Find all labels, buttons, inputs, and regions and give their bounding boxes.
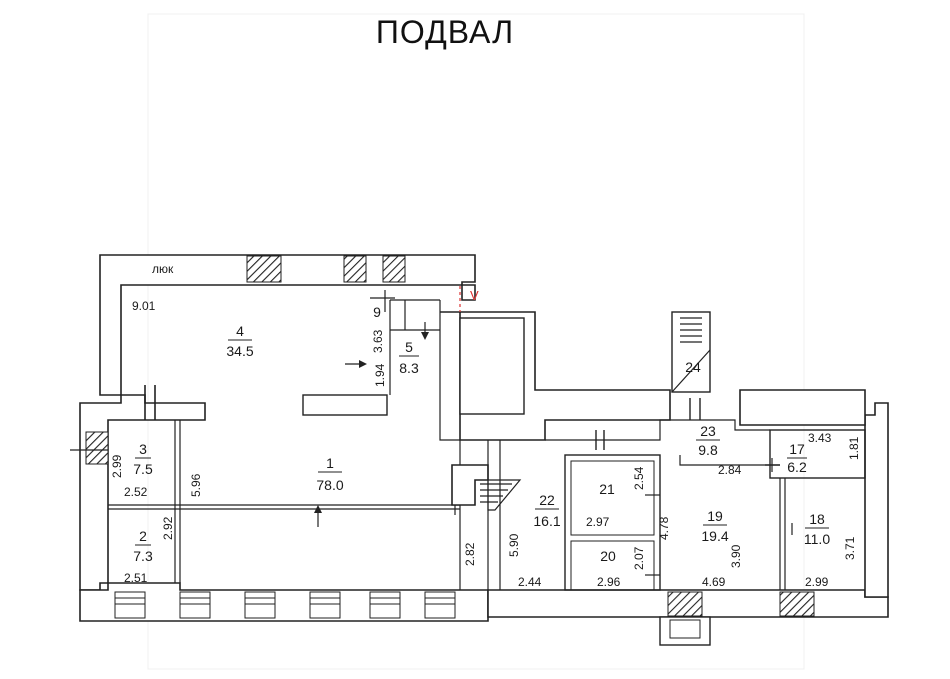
room-number: 20 [600,548,616,564]
room-number: 23 [700,423,716,439]
dimension: 4.78 [657,516,671,540]
room-number: 22 [539,492,555,508]
dimension: 3.63 [371,329,385,353]
room-number: 18 [809,511,825,527]
room-number: 24 [685,359,701,375]
dimension-labels: 9.01 3.63 1.94 5.96 2.99 2.52 2.92 2.51 … [110,299,861,589]
room-number: 19 [707,508,723,524]
hatch-label: люк [152,262,174,276]
room-area: 16.1 [533,513,560,529]
room-area: 6.2 [787,459,807,475]
room-number: 4 [236,323,244,339]
room-area: 9.8 [698,442,718,458]
room-number: 5 [405,339,413,355]
dimension: 2.07 [632,546,646,570]
dimension: 2.96 [597,575,621,589]
room-number: 3 [139,441,147,457]
room-number: 1 [326,455,334,471]
interior-walls [70,299,866,591]
bottom-windows [114,591,711,646]
room-area: 78.0 [316,477,343,493]
room-number: 2 [139,528,147,544]
room-area: 19.4 [701,528,728,544]
room-area: 7.3 [133,548,153,564]
dimension: 2.44 [518,575,542,589]
hatched-walls [85,255,815,617]
dimension: 2.82 [463,542,477,566]
dimension: 2.52 [124,485,148,499]
dimension: 2.51 [124,571,148,585]
dimension: 2.84 [718,463,742,477]
dimension: 4.69 [702,575,726,589]
dimension: 5.90 [507,533,521,557]
mark-v: V [470,288,479,303]
plan-labels: люк V 4 34.5 5 8.3 9 1 78.0 3 7.5 2 7.3 … [133,262,830,564]
dimension: 1.81 [847,436,861,460]
dimension: 2.99 [805,575,829,589]
dimension: 3.90 [729,544,743,568]
room-number: 9 [373,304,381,320]
arrows [314,290,429,527]
dimension: 2.97 [586,515,610,529]
room-area: 34.5 [226,343,253,359]
room-number: 17 [789,441,805,457]
dimension: 3.71 [843,536,857,560]
dimension: 9.01 [132,299,156,313]
room-number: 21 [599,481,615,497]
dimension: 2.54 [632,466,646,490]
floor-title: ПОДВАЛ [375,14,515,50]
dimension: 3.43 [808,431,832,445]
room-area: 8.3 [399,360,419,376]
room-area: 11.0 [804,531,830,547]
dimension: 2.99 [110,454,124,478]
dimension: 1.94 [373,363,387,387]
dimension: 2.92 [161,516,175,540]
page-frame [147,13,805,670]
room-area: 7.5 [133,461,153,477]
dimension: 5.96 [189,473,203,497]
